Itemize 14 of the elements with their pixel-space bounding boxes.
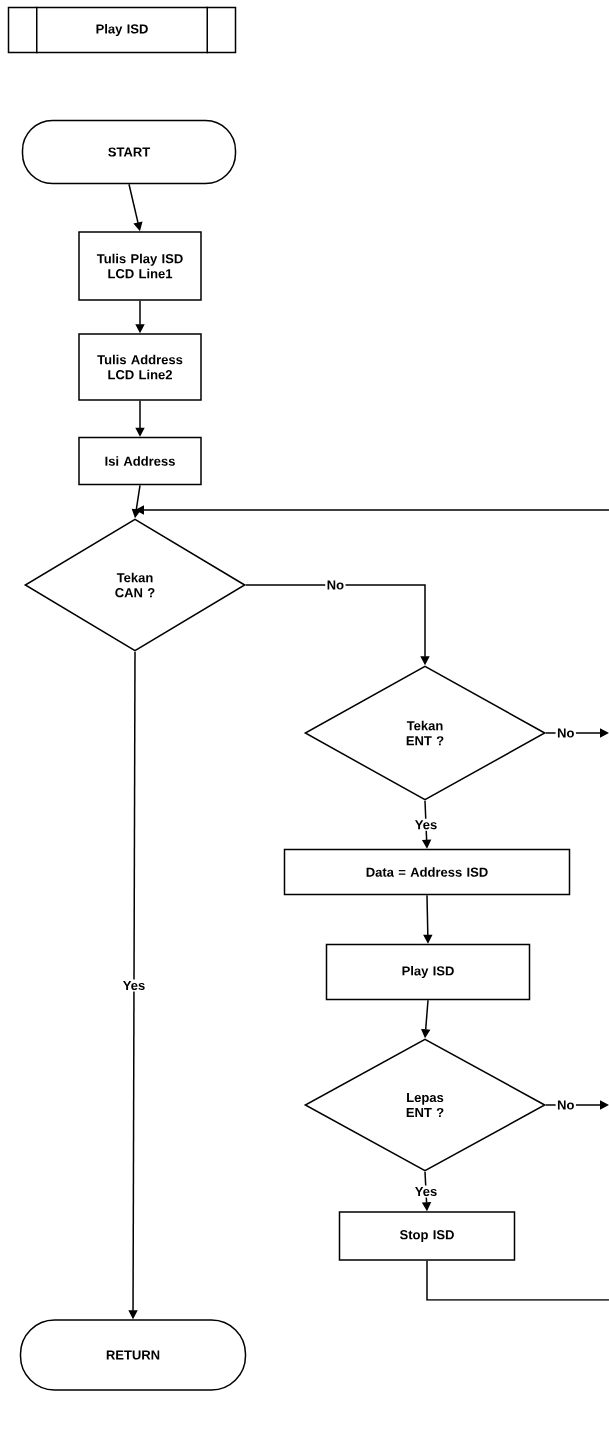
edge-label: No <box>555 727 576 740</box>
edge-label: No <box>325 579 346 592</box>
edge-label: Yes <box>121 979 147 992</box>
process-box: Isi Address <box>78 436 202 486</box>
process-box: Tulis Address LCD Line2 <box>78 333 202 401</box>
process-box: Tulis Play ISD LCD Line1 <box>78 231 202 301</box>
edge-label: Yes <box>413 818 439 831</box>
arrow <box>135 505 609 515</box>
subroutine-box: Play ISD <box>7 6 237 54</box>
process-box: Stop ISD <box>338 1211 516 1261</box>
process-box: Data = Address ISD <box>283 848 571 896</box>
edge-label: Yes <box>413 1185 439 1198</box>
edge-label: No <box>555 1099 576 1112</box>
process-box: Play ISD <box>325 943 531 1001</box>
